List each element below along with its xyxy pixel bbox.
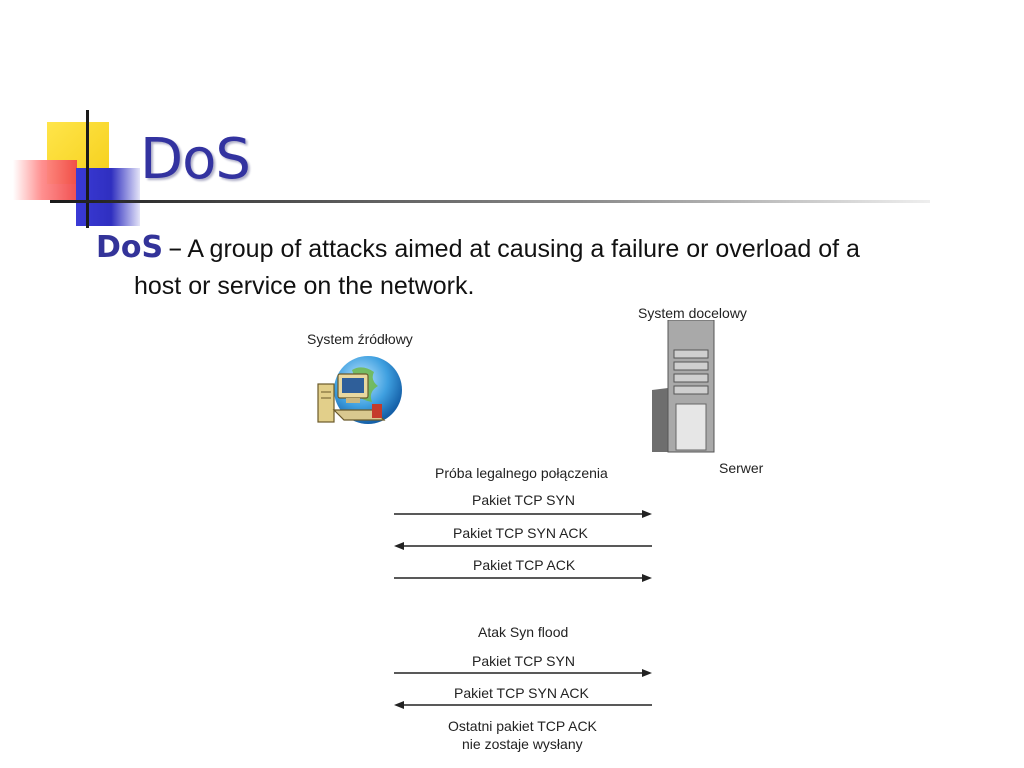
decor-vertical-line (86, 110, 89, 228)
source-system-label: System źródłowy (307, 331, 413, 347)
definition-dash: – (168, 231, 183, 264)
arrow-right (394, 569, 652, 582)
syn-flood-heading: Atak Syn flood (478, 624, 569, 640)
arrow-left (394, 696, 652, 709)
definition-line-1: DoS – A group of attacks aimed at causin… (96, 228, 860, 272)
legit-connection-heading: Próba legalnego połączenia (435, 465, 608, 481)
definition-text: A group of attacks aimed at causing a fa… (187, 235, 860, 263)
message-label: Pakiet TCP SYN ACK (453, 525, 588, 541)
arrow-right (394, 664, 652, 677)
definition-term: DoS (96, 230, 164, 265)
missing-ack-note-line2: nie zostaje wysłany (462, 736, 583, 752)
arrow-right (394, 505, 652, 518)
arrow-left (394, 537, 652, 550)
message-label: Pakiet TCP SYN ACK (454, 685, 589, 701)
slide-title: DoS (140, 127, 251, 192)
computer-globe-icon (312, 352, 408, 436)
title-underline (50, 200, 930, 203)
message-label: Pakiet TCP SYN (472, 492, 575, 508)
message-label: Pakiet TCP ACK (473, 557, 576, 573)
definition-line-2: host or service on the network. (134, 272, 475, 300)
message-label: Pakiet TCP SYN (472, 653, 575, 669)
decor-red-bar (13, 160, 77, 200)
server-tower-icon (650, 319, 720, 454)
server-label: Serwer (719, 460, 764, 476)
target-system-label: System docelowy (638, 305, 747, 321)
missing-ack-note-line1: Ostatni pakiet TCP ACK (448, 718, 597, 734)
